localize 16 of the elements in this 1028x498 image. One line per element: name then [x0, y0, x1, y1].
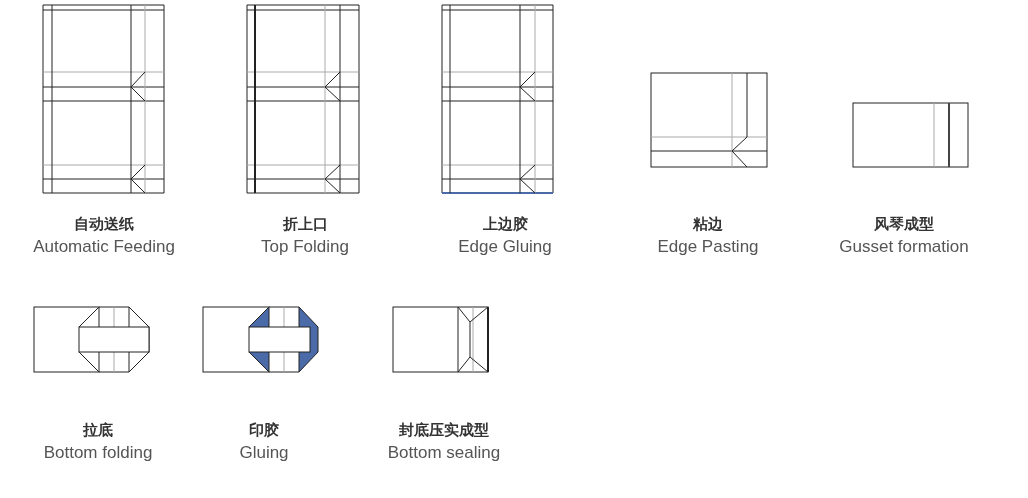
step-title: 封底压实成型 — [399, 421, 489, 440]
step-title: 自动送纸 — [74, 215, 134, 234]
step-caption: Gluing — [239, 443, 289, 463]
step-caption: Gusset formation — [839, 237, 969, 257]
step-title: 印胶 — [249, 421, 279, 440]
step-caption: Edge Gluing — [458, 237, 552, 257]
step-title: 上边胶 — [482, 215, 528, 234]
step-caption: Edge Pasting — [657, 237, 759, 257]
step-caption: Automatic Feeding — [33, 237, 175, 257]
step-title: 粘边 — [693, 215, 723, 234]
step-title: 折上口 — [282, 215, 328, 234]
step-title: 风琴成型 — [874, 215, 934, 234]
step-caption: Bottom folding — [43, 443, 153, 463]
step-caption: Bottom sealing — [387, 443, 501, 463]
step-title: 拉底 — [83, 421, 113, 440]
step-caption: Top Folding — [261, 237, 349, 257]
